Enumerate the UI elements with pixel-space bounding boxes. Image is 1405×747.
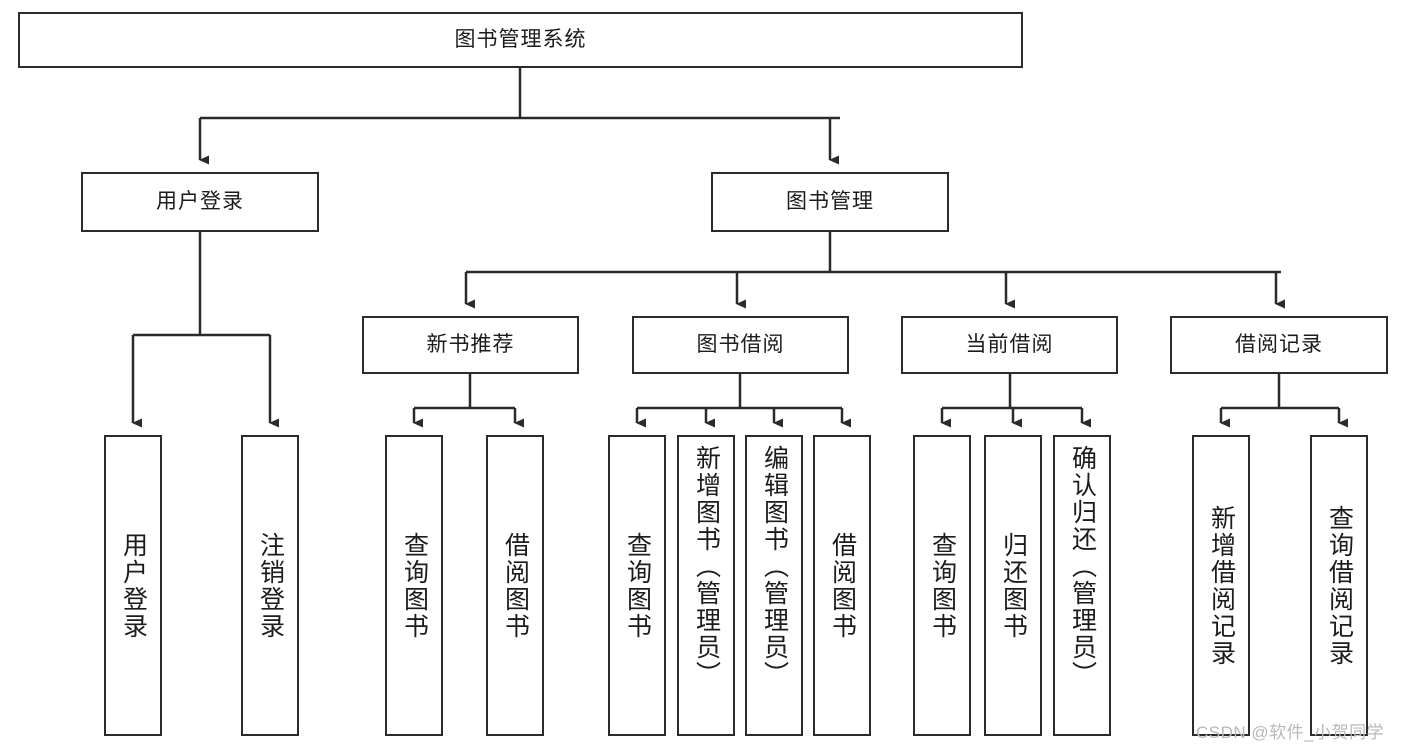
node-borrow-records-label: 借阅记录 — [1235, 333, 1323, 357]
edges-book-mgmt-children — [464, 232, 1285, 309]
node-user-login[interactable]: 用户登录 — [81, 172, 319, 232]
csdn-watermark: CSDN @软件_小贺同学 — [1196, 723, 1385, 742]
leaf-borrow-book-label: 借阅图书 — [828, 531, 857, 640]
node-borrow-records[interactable]: 借阅记录 — [1170, 316, 1388, 374]
edges-new-book-children — [412, 374, 524, 428]
edges-current-borrow-children — [940, 374, 1091, 428]
leaf-confirm-return-admin[interactable]: 确认归还（管理员） — [1053, 435, 1111, 736]
node-new-book-recommend-label: 新书推荐 — [426, 333, 515, 357]
node-root[interactable]: 图书管理系统 — [18, 12, 1023, 68]
node-current-borrow[interactable]: 当前借阅 — [901, 316, 1118, 374]
edges-root-to-level1 — [198, 68, 840, 165]
leaf-query-borrow-record-label: 查询借阅记录 — [1325, 504, 1354, 667]
leaf-query-book-borrow[interactable]: 查询图书 — [608, 435, 666, 736]
leaf-query-book-current-label: 查询图书 — [928, 531, 957, 640]
leaf-borrow-book[interactable]: 借阅图书 — [813, 435, 871, 736]
leaf-return-book-label: 归还图书 — [999, 531, 1028, 640]
node-root-label: 图书管理系统 — [454, 28, 587, 52]
leaf-add-borrow-record-label: 新增借阅记录 — [1207, 504, 1236, 667]
leaf-add-borrow-record[interactable]: 新增借阅记录 — [1192, 435, 1250, 736]
leaf-query-borrow-record[interactable]: 查询借阅记录 — [1310, 435, 1368, 736]
node-new-book-recommend[interactable]: 新书推荐 — [362, 316, 579, 374]
node-book-borrow[interactable]: 图书借阅 — [632, 316, 849, 374]
leaf-query-book-borrow-label: 查询图书 — [623, 531, 652, 640]
edges-user-login-children — [131, 232, 279, 428]
leaf-user-logout-label: 注销登录 — [256, 531, 285, 640]
leaf-confirm-return-admin-label: 确认归还（管理员） — [1068, 445, 1097, 688]
node-book-management-label: 图书管理 — [786, 190, 874, 214]
leaf-add-book-admin[interactable]: 新增图书（管理员） — [677, 435, 735, 736]
leaf-edit-book-admin-label: 编辑图书（管理员） — [760, 445, 789, 688]
leaf-borrow-book-recommend-label: 借阅图书 — [501, 531, 530, 640]
leaf-query-book-recommend-label: 查询图书 — [400, 531, 429, 640]
node-user-login-label: 用户登录 — [156, 190, 244, 214]
leaf-add-book-admin-label: 新增图书（管理员） — [692, 445, 721, 688]
leaf-return-book[interactable]: 归还图书 — [984, 435, 1042, 736]
leaf-user-logout[interactable]: 注销登录 — [241, 435, 299, 736]
leaf-user-login-label: 用户登录 — [119, 531, 148, 640]
leaf-query-book-recommend[interactable]: 查询图书 — [385, 435, 443, 736]
node-current-borrow-label: 当前借阅 — [965, 333, 1054, 357]
node-book-management[interactable]: 图书管理 — [711, 172, 949, 232]
leaf-borrow-book-recommend[interactable]: 借阅图书 — [486, 435, 544, 736]
node-book-borrow-label: 图书借阅 — [696, 333, 785, 357]
leaf-user-login[interactable]: 用户登录 — [104, 435, 162, 736]
leaf-query-book-current[interactable]: 查询图书 — [913, 435, 971, 736]
edges-records-children — [1219, 374, 1348, 428]
leaf-edit-book-admin[interactable]: 编辑图书（管理员） — [745, 435, 803, 736]
edges-borrow-children — [635, 374, 851, 428]
